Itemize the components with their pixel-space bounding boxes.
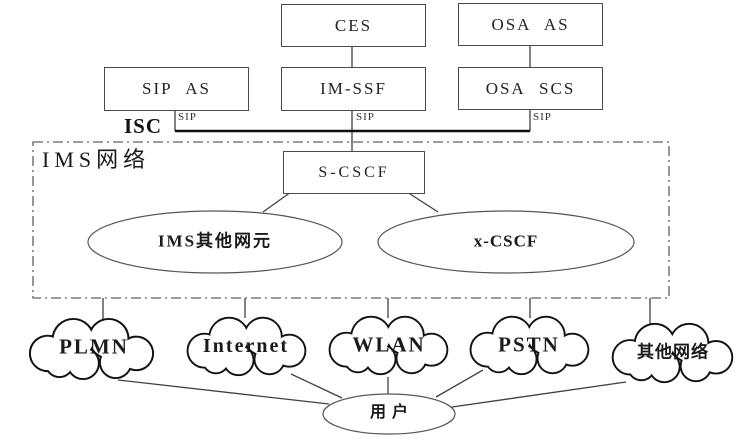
box-osa-as: OSA AS: [458, 3, 603, 46]
other-network-cloud-label: 其他网络: [637, 342, 709, 362]
pstn-cloud-label: PSTN: [498, 332, 560, 357]
x-cscf-label: x-CSCF: [473, 231, 539, 251]
sip-interface-label-right: SIP: [533, 111, 552, 123]
box-s-cscf: S-CSCF: [283, 151, 425, 194]
wlan-cloud-label: WLAN: [352, 332, 426, 357]
user-ellipse: [322, 393, 456, 435]
connector-othernet-user: [451, 381, 627, 408]
connector-scscf-xcscf: [406, 191, 439, 213]
box-ces: CES: [281, 4, 426, 47]
box-osa-scs: OSA SCS: [458, 67, 603, 110]
ims-network-dashed-box: [32, 141, 670, 299]
isc-interface-label: ISC: [124, 114, 163, 138]
connector-scscf-imsother: [262, 191, 292, 213]
user-label: 用户: [369, 404, 415, 421]
connector-pstn-user: [435, 369, 484, 398]
plmn-cloud-label: PLMN: [59, 334, 129, 359]
ims-network-region-label: IMS网络: [42, 147, 151, 172]
box-sip-as: SIP AS: [104, 67, 249, 111]
sip-interface-label-center: SIP: [356, 111, 375, 123]
box-im-ssf: IM-SSF: [281, 67, 426, 111]
internet-cloud-label: Internet: [203, 335, 289, 357]
ims-other-elements-label: IMS其他网元: [157, 231, 273, 251]
x-cscf-ellipse: [377, 210, 635, 274]
ims-other-elements-ellipse: [87, 210, 343, 274]
connector-internet-user: [290, 373, 343, 399]
connector-plmn-user: [117, 379, 330, 405]
sip-interface-label-left: SIP: [178, 111, 197, 123]
